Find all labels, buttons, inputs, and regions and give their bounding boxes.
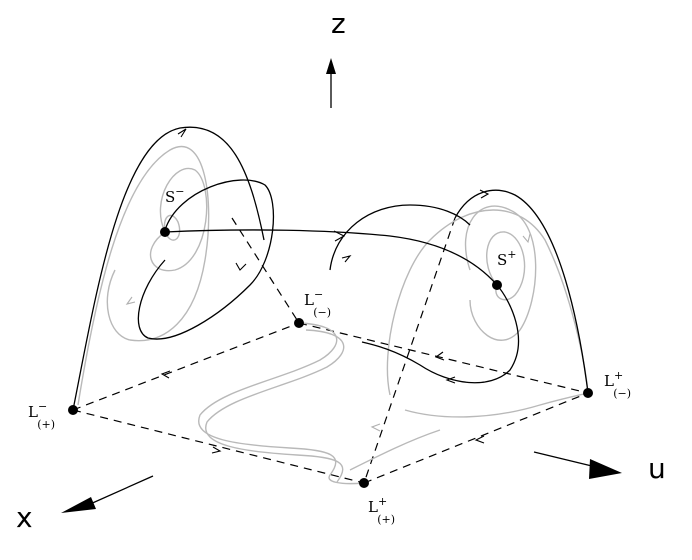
gray-base-curve-b [205,329,345,483]
z-axis-indicator: z [326,7,346,108]
u-axis-arrowhead [589,459,622,479]
base-plane [72,217,589,484]
right-hump-orbit [361,284,520,384]
equilibria [68,227,593,488]
gray-orbit-left-inner [149,167,208,272]
gray-orbit-right-outer [386,209,589,396]
label-s-plus: S+ [497,248,517,269]
arrow-gray-right [522,233,531,244]
u-axis-indicator: u [533,451,666,485]
left-hump-separatrix [72,126,265,411]
arrow-left-inner [235,262,247,271]
gray-orbit-left-core [163,214,181,241]
right-hump-separatrix [454,189,589,394]
separatrix-left-down [231,217,300,324]
arrow-gray-base [370,423,381,432]
gray-base-right [404,392,589,418]
x-axis-label: x [16,501,33,534]
arrow-link-mid [333,230,346,242]
label-l-plus-plus: L+(+) [368,495,395,526]
base-edge-back-right [298,322,589,394]
base-edge-front-left [72,409,365,484]
point-s-plus [492,280,502,290]
black-trajectories [72,126,589,411]
arrow-gray-left [125,296,136,305]
z-axis-label: z [331,7,346,40]
gray-orbit-right-inner [464,205,537,341]
arrow-right-top [479,189,490,199]
arrow-base-front [211,446,222,454]
x-axis-indicator: x [16,475,154,534]
arrow-left-top [177,128,187,138]
label-l-plus-minus: L+(−) [604,369,631,400]
label-l-minus-minus: L−(−) [304,288,331,319]
middle-orbit [329,204,471,271]
label-s-minus: S− [165,185,185,206]
gray-base-right-low [349,429,441,471]
base-edge-left-back [72,322,300,411]
arrow-base-front-right [474,435,485,444]
x-axis-arrowhead [61,497,96,513]
arrow-base-left [160,370,171,379]
arrow-middle [341,255,352,263]
x-axis-line [87,475,154,506]
point-labels: S− S+ L−(−) L−(+) L+(−) L+(+) [28,185,631,526]
u-axis-line [533,451,597,468]
base-edge-front-right [363,392,589,484]
point-s-minus [160,227,170,237]
label-l-minus-plus: L−(+) [28,400,55,431]
arrow-right-bottom [445,376,456,384]
heteroclinic-link [164,229,498,286]
arrow-base-back [434,351,445,361]
z-axis-arrowhead [326,58,336,74]
point-l-plus-minus [583,388,593,398]
u-axis-label: u [648,452,666,485]
point-l-plus-plus [359,478,369,488]
flow-arrows [125,128,531,454]
gray-base-curve-a [198,322,365,485]
separatrix-right-down [363,217,456,484]
gray-orbit-left-outer [77,145,210,406]
gray-orbit-right-core [486,231,526,301]
left-hump-orbit [137,179,275,340]
gray-trajectories [77,145,589,485]
point-l-minus-minus [294,318,304,328]
point-l-minus-plus [68,405,78,415]
